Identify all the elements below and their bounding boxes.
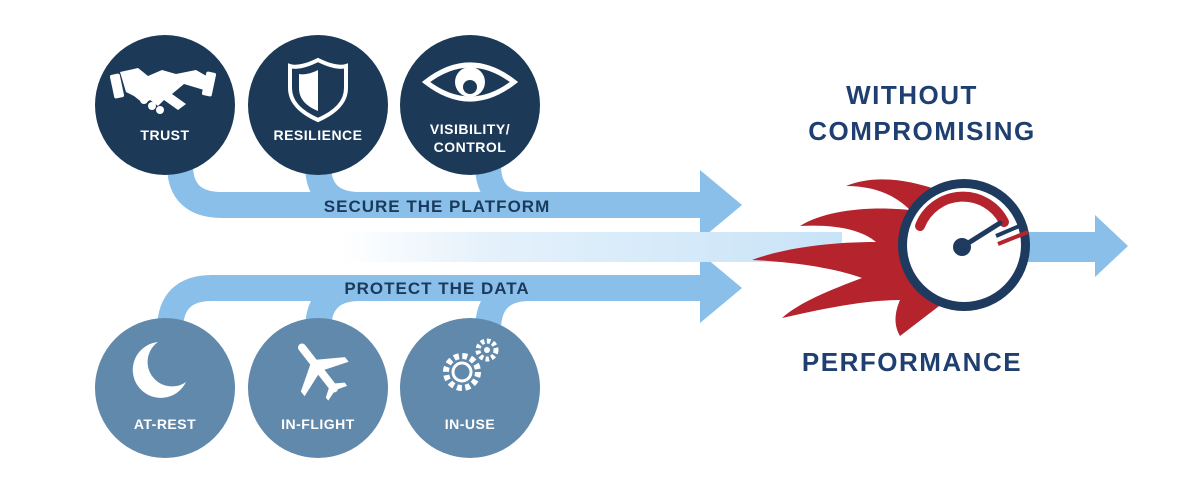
circle-resilience: RESILIENCE	[248, 35, 388, 175]
circle-in-use: IN-USE	[400, 318, 540, 458]
speedometer-flames-icon	[752, 179, 1030, 336]
circle-label-at-rest: AT-REST	[134, 416, 196, 432]
circle-label-resilience: RESILIENCE	[273, 127, 362, 143]
band-label-secure: SECURE THE PLATFORM	[324, 197, 550, 216]
circle-trust: TRUST	[95, 35, 235, 175]
circle-label-in-use: IN-USE	[445, 416, 495, 432]
gears-icon	[443, 338, 499, 391]
shield-icon	[288, 57, 348, 123]
eye-icon	[421, 62, 519, 102]
airplane-icon	[297, 343, 349, 401]
merged-band	[342, 232, 842, 262]
gauge-hub	[953, 238, 971, 256]
secure-band-arrow	[220, 170, 742, 240]
headline-line-2: COMPROMISING	[808, 116, 1035, 146]
circle-label-in-flight: IN-FLIGHT	[281, 416, 355, 432]
headline-bottom: PERFORMANCE	[802, 347, 1022, 377]
handshake-icon	[109, 68, 217, 114]
headline-line-1: WITHOUT	[846, 80, 978, 110]
gauge-red-arc	[915, 191, 1009, 231]
circle-in-flight: IN-FLIGHT	[248, 318, 388, 458]
gauge-tick-2	[997, 230, 1029, 246]
circle-label-trust: TRUST	[140, 127, 189, 143]
output-arrow	[1000, 215, 1128, 277]
band-label-protect: PROTECT THE DATA	[344, 279, 529, 298]
moon-icon	[132, 342, 186, 398]
circle-at-rest: AT-REST	[95, 318, 235, 458]
gauge-tick-1	[995, 222, 1025, 238]
circle-visibility: VISIBILITY/ CONTROL	[400, 35, 540, 175]
circle-label-visibility-2: CONTROL	[434, 139, 507, 155]
circle-label-visibility-1: VISIBILITY/	[430, 121, 510, 137]
protect-band-arrow	[210, 253, 742, 323]
